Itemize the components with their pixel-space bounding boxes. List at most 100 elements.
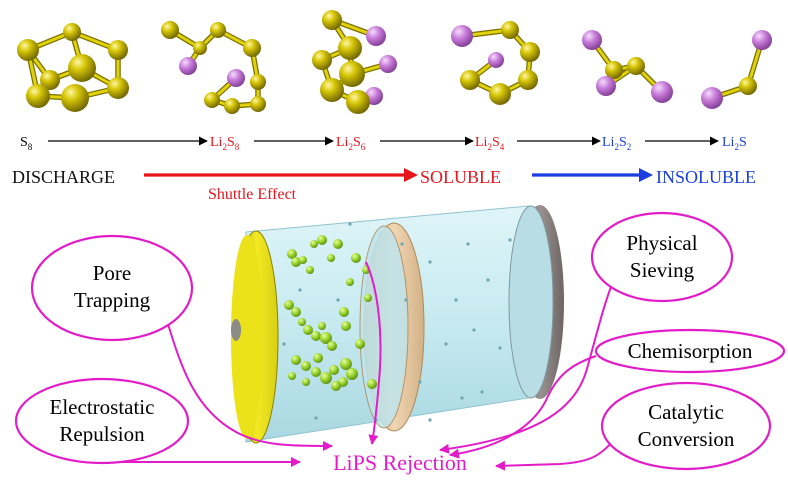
bubble-catalytic: Catalytic Conversion bbox=[600, 381, 772, 471]
bubble-chemisorption: Chemisorption bbox=[594, 328, 786, 374]
arrow-catalytic bbox=[495, 439, 615, 471]
lips-particle bbox=[318, 322, 326, 330]
electrolyte-dot bbox=[282, 342, 286, 346]
lips-particle bbox=[313, 353, 323, 363]
reaction-pathway: S8 Li2S8 Li2S6 Li2S4 Li2S2 Li2S bbox=[20, 135, 747, 152]
lithium-atom bbox=[227, 69, 245, 87]
lips-particle bbox=[346, 278, 354, 286]
lithium-atom bbox=[179, 57, 197, 75]
bubble-text: Repulsion bbox=[59, 422, 145, 446]
lithium-atom bbox=[596, 76, 616, 96]
electrolyte-dot bbox=[400, 242, 404, 246]
sulfur-atom bbox=[68, 54, 96, 82]
sulfur-atom bbox=[322, 10, 342, 30]
sulfur-atom bbox=[489, 83, 511, 105]
electrolyte-dot bbox=[508, 238, 512, 242]
lips-particle bbox=[311, 331, 321, 341]
lips-particle bbox=[317, 235, 327, 245]
discharge-label: DISCHARGE bbox=[12, 167, 115, 187]
sulfur-atom bbox=[460, 70, 480, 90]
electrolyte-dot bbox=[454, 298, 458, 302]
bubble-pore-trapping: Pore Trapping bbox=[30, 234, 194, 342]
sulfur-atom bbox=[161, 21, 179, 39]
left-cap-face bbox=[231, 235, 263, 439]
sulfur-atom bbox=[40, 70, 60, 90]
lips-particle bbox=[288, 372, 296, 380]
bubble-outline bbox=[30, 234, 194, 342]
battery-cell bbox=[231, 205, 564, 444]
bubble-text: Pore bbox=[93, 261, 132, 285]
bubble-outline bbox=[590, 211, 734, 303]
electrolyte-dot bbox=[428, 418, 432, 422]
sulfur-atom bbox=[107, 77, 129, 99]
soluble-label: SOLUBLE bbox=[420, 167, 501, 187]
sulfur-atom bbox=[627, 57, 645, 75]
sulfur-atom bbox=[312, 50, 332, 70]
sulfur-atom bbox=[63, 23, 81, 41]
lips-particle bbox=[340, 358, 352, 370]
sulfur-atom bbox=[243, 39, 261, 57]
lips-particle bbox=[311, 367, 321, 377]
sulfur-atom bbox=[501, 21, 519, 39]
molecule-s8 bbox=[17, 23, 129, 112]
lips-particle bbox=[320, 332, 332, 344]
bubble-outline bbox=[600, 381, 772, 471]
sulfur-atom bbox=[518, 70, 538, 90]
species-li2s8: Li2S8 bbox=[210, 135, 240, 152]
lips-particle bbox=[320, 372, 332, 384]
lips-particle bbox=[291, 257, 301, 267]
arrow-pore-trapping bbox=[167, 323, 333, 451]
sulfur-atom bbox=[250, 74, 266, 90]
sulfur-atom bbox=[61, 84, 89, 112]
right-cap-face bbox=[508, 205, 554, 399]
lithium-atom bbox=[379, 55, 397, 73]
sulfur-atom bbox=[17, 39, 39, 61]
electrolyte-dot bbox=[348, 222, 352, 226]
electrolyte-dot bbox=[314, 416, 318, 420]
lithium-atom bbox=[451, 25, 473, 47]
sulfur-atom bbox=[520, 42, 540, 62]
sulfur-atom bbox=[224, 98, 240, 114]
lithium-atom bbox=[582, 30, 602, 50]
lips-particle bbox=[329, 365, 339, 375]
electrolyte-dot bbox=[336, 298, 340, 302]
sulfur-atom bbox=[605, 61, 623, 79]
lips-particle bbox=[291, 355, 301, 365]
mechanism-bubbles: Pore Trapping Electrostatic Repulsion Ph… bbox=[14, 211, 786, 471]
lips-particle bbox=[291, 307, 301, 317]
lips-particle bbox=[367, 379, 377, 389]
lips-particle bbox=[303, 325, 313, 335]
lips-particle bbox=[310, 240, 318, 248]
arrow-chemisorption bbox=[449, 355, 597, 459]
bubble-outline bbox=[594, 328, 786, 374]
lips-particle bbox=[346, 368, 358, 380]
bubble-electrostatic: Electrostatic Repulsion bbox=[14, 377, 190, 465]
electrolyte-dot bbox=[460, 396, 464, 400]
electrolyte-dot bbox=[418, 380, 422, 384]
lips-particle bbox=[299, 256, 307, 264]
lips-particle bbox=[339, 307, 349, 317]
sulfur-atom bbox=[338, 36, 362, 60]
shuttle-arrowhead bbox=[404, 168, 418, 182]
sulfur-atom bbox=[250, 96, 266, 112]
insoluble-arrowhead bbox=[639, 168, 653, 182]
sulfur-atom bbox=[26, 84, 50, 108]
electrolyte-dot bbox=[404, 298, 408, 302]
electrolyte-dot bbox=[428, 260, 432, 264]
electrolyte-dots bbox=[282, 222, 512, 422]
species-li2s4: Li2S4 bbox=[475, 135, 505, 152]
lithium-atom bbox=[651, 81, 673, 103]
sulfur-atom bbox=[346, 90, 370, 114]
lithium-atom bbox=[366, 26, 386, 46]
lips-particle bbox=[287, 249, 297, 259]
electrolyte-dot bbox=[498, 346, 502, 350]
polysulfide-particles bbox=[284, 235, 377, 391]
lips-particle bbox=[355, 339, 365, 349]
electrolyte-dot bbox=[472, 328, 476, 332]
electrolyte-dot bbox=[480, 390, 484, 394]
sulfur-atom bbox=[210, 22, 226, 38]
bubble-text: Catalytic bbox=[648, 400, 724, 424]
lips-particle bbox=[364, 294, 372, 302]
molecule-li2s6 bbox=[312, 10, 397, 114]
